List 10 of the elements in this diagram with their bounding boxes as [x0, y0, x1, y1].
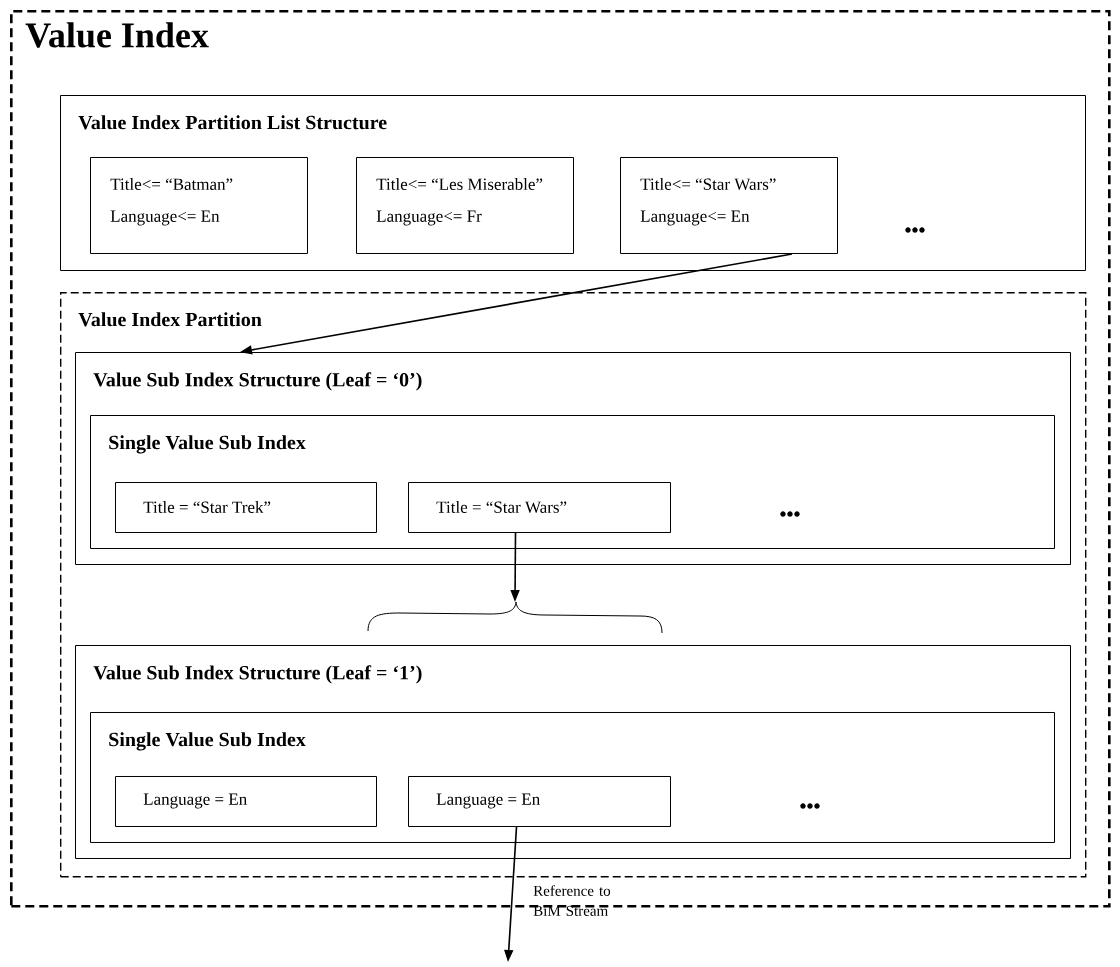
entry-box: Title<= “Les Miserable” Language<= Fr [356, 157, 574, 254]
entry-box: Language = En [408, 776, 671, 827]
ellipsis: ••• [905, 227, 925, 233]
entry-box: Title<= “Batman” Language<= En [90, 157, 308, 254]
entry-box: Title = “Star Trek” [115, 482, 377, 533]
ellipsis: ••• [780, 511, 800, 517]
entry-box: Title = “Star Wars” [408, 482, 671, 533]
entry-box: Title<= “Star Wars” Language<= En [620, 157, 838, 254]
ellipsis: ••• [800, 803, 820, 809]
entry-box: Language = En [115, 776, 377, 827]
